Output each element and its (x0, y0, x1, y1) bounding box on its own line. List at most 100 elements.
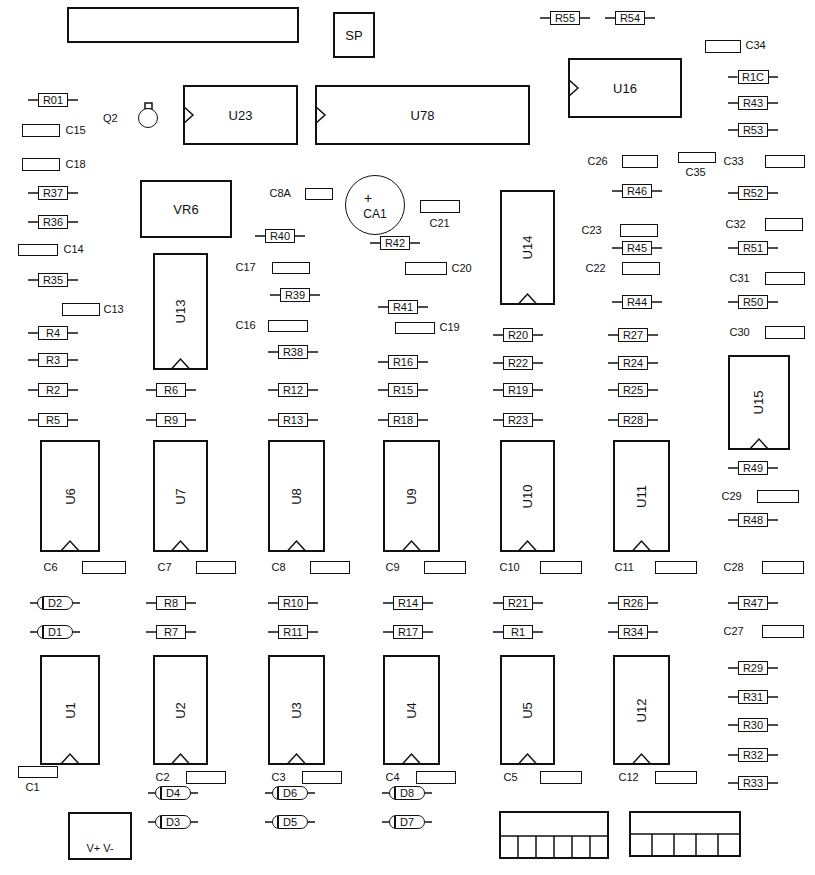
lead-wire (612, 247, 622, 249)
capacitor-label: C15 (66, 125, 86, 136)
capacitor-label: C11 (615, 562, 634, 573)
ic-outline: U4 (383, 655, 440, 765)
resistor-symbol: R12 (278, 383, 308, 397)
lead-wire (493, 419, 503, 421)
lead-wire (768, 301, 778, 303)
resistor-label: R8 (164, 598, 178, 609)
ic-outline: U1 (40, 655, 100, 765)
part-label: U9 (405, 488, 418, 505)
resistor-label: R26 (623, 598, 643, 609)
connector-pin (651, 834, 653, 856)
lead-wire (268, 631, 278, 633)
resistor-symbol: R53 (738, 123, 768, 137)
lead-wire (73, 602, 80, 604)
lead-wire (308, 821, 315, 823)
lead-wire (768, 192, 778, 194)
ic-outline: U2 (153, 655, 208, 765)
capacitor-outline: C10 (540, 561, 582, 574)
ic-outline: U9 (383, 440, 440, 552)
lead-wire (728, 667, 738, 669)
lead-wire (265, 821, 272, 823)
resistor-label: R6 (164, 385, 178, 396)
lead-wire (648, 602, 658, 604)
ic-outline: U78 (315, 85, 530, 145)
capacitor-outline: C23 (620, 224, 658, 237)
capacitor-outline: C19 (395, 322, 435, 334)
connector-outline (500, 812, 608, 858)
ic-outline: U8 (268, 440, 325, 552)
part-label: U1 (64, 702, 77, 719)
resistor-symbol: R9 (156, 413, 186, 427)
capacitor-outline: C21 (420, 200, 460, 213)
diode-label: D2 (48, 598, 62, 609)
connector-divider (630, 833, 740, 835)
lead-wire (418, 389, 428, 391)
capacitor-label: C32 (726, 219, 746, 230)
capacitor-outline: C22 (622, 262, 660, 275)
lead-wire (191, 792, 198, 794)
capacitor-label: C33 (724, 156, 744, 167)
resistor-label: R24 (623, 358, 643, 369)
lead-wire (533, 334, 543, 336)
lead-wire (768, 247, 778, 249)
resistor-symbol: R01 (38, 93, 68, 107)
lead-wire (533, 602, 543, 604)
capacitor-label: C22 (586, 263, 606, 274)
resistor-label: R42 (385, 238, 405, 249)
capacitor-label: C5 (504, 772, 518, 783)
resistor-label: R36 (43, 217, 63, 228)
lead-wire (493, 334, 503, 336)
lead-wire (186, 602, 196, 604)
capacitor-label: C27 (724, 626, 744, 637)
capacitor-outline: C5 (540, 771, 582, 784)
resistor-label: R12 (283, 385, 303, 396)
resistor-symbol: R11 (278, 625, 308, 639)
resistor-label: R25 (623, 385, 643, 396)
lead-wire (186, 389, 196, 391)
capacitor-label: C30 (730, 327, 750, 338)
resistor-symbol: R14 (393, 596, 423, 610)
capacitor-outline: C8A (305, 188, 333, 200)
cathode-band (42, 626, 44, 638)
capacitor-outline: C9 (424, 561, 466, 574)
resistor-symbol: R19 (503, 383, 533, 397)
capacitor-label: C16 (236, 320, 256, 331)
lead-wire (308, 792, 315, 794)
lead-wire (425, 792, 432, 794)
resistor-label: R9 (164, 415, 178, 426)
lead-wire (255, 235, 265, 237)
lead-wire (608, 334, 618, 336)
connector-label: V+ V- (86, 843, 113, 854)
resistor-symbol: R50 (738, 295, 768, 309)
lead-wire (30, 602, 37, 604)
lead-wire (533, 631, 543, 633)
resistor-label: R46 (627, 186, 647, 197)
connector-pin (571, 836, 573, 858)
part-label: U16 (613, 82, 637, 95)
resistor-label: R55 (555, 13, 575, 24)
resistor-symbol: R44 (622, 295, 652, 309)
component-outline: SP (333, 12, 375, 58)
resistor-symbol: R22 (503, 356, 533, 370)
resistor-symbol: R46 (622, 184, 652, 198)
lead-wire (608, 419, 618, 421)
capacitor-outline: C13 (62, 303, 100, 316)
lead-wire (28, 332, 38, 334)
lead-wire (728, 102, 738, 104)
cathode-band (277, 816, 279, 828)
cathode-band (394, 787, 396, 799)
lead-wire (728, 301, 738, 303)
lead-wire (769, 76, 779, 78)
capacitor-label: C20 (452, 263, 472, 274)
resistor-symbol: R29 (738, 661, 768, 675)
resistor-symbol: R52 (738, 186, 768, 200)
lead-wire (378, 361, 388, 363)
part-label: SP (345, 29, 362, 42)
capacitor-outline: C12 (655, 771, 697, 784)
connector-pin (695, 834, 697, 856)
lead-wire (268, 602, 278, 604)
lead-wire (652, 247, 662, 249)
lead-wire (648, 362, 658, 364)
resistor-label: R37 (43, 188, 63, 199)
resistor-symbol: R1 (503, 625, 533, 639)
